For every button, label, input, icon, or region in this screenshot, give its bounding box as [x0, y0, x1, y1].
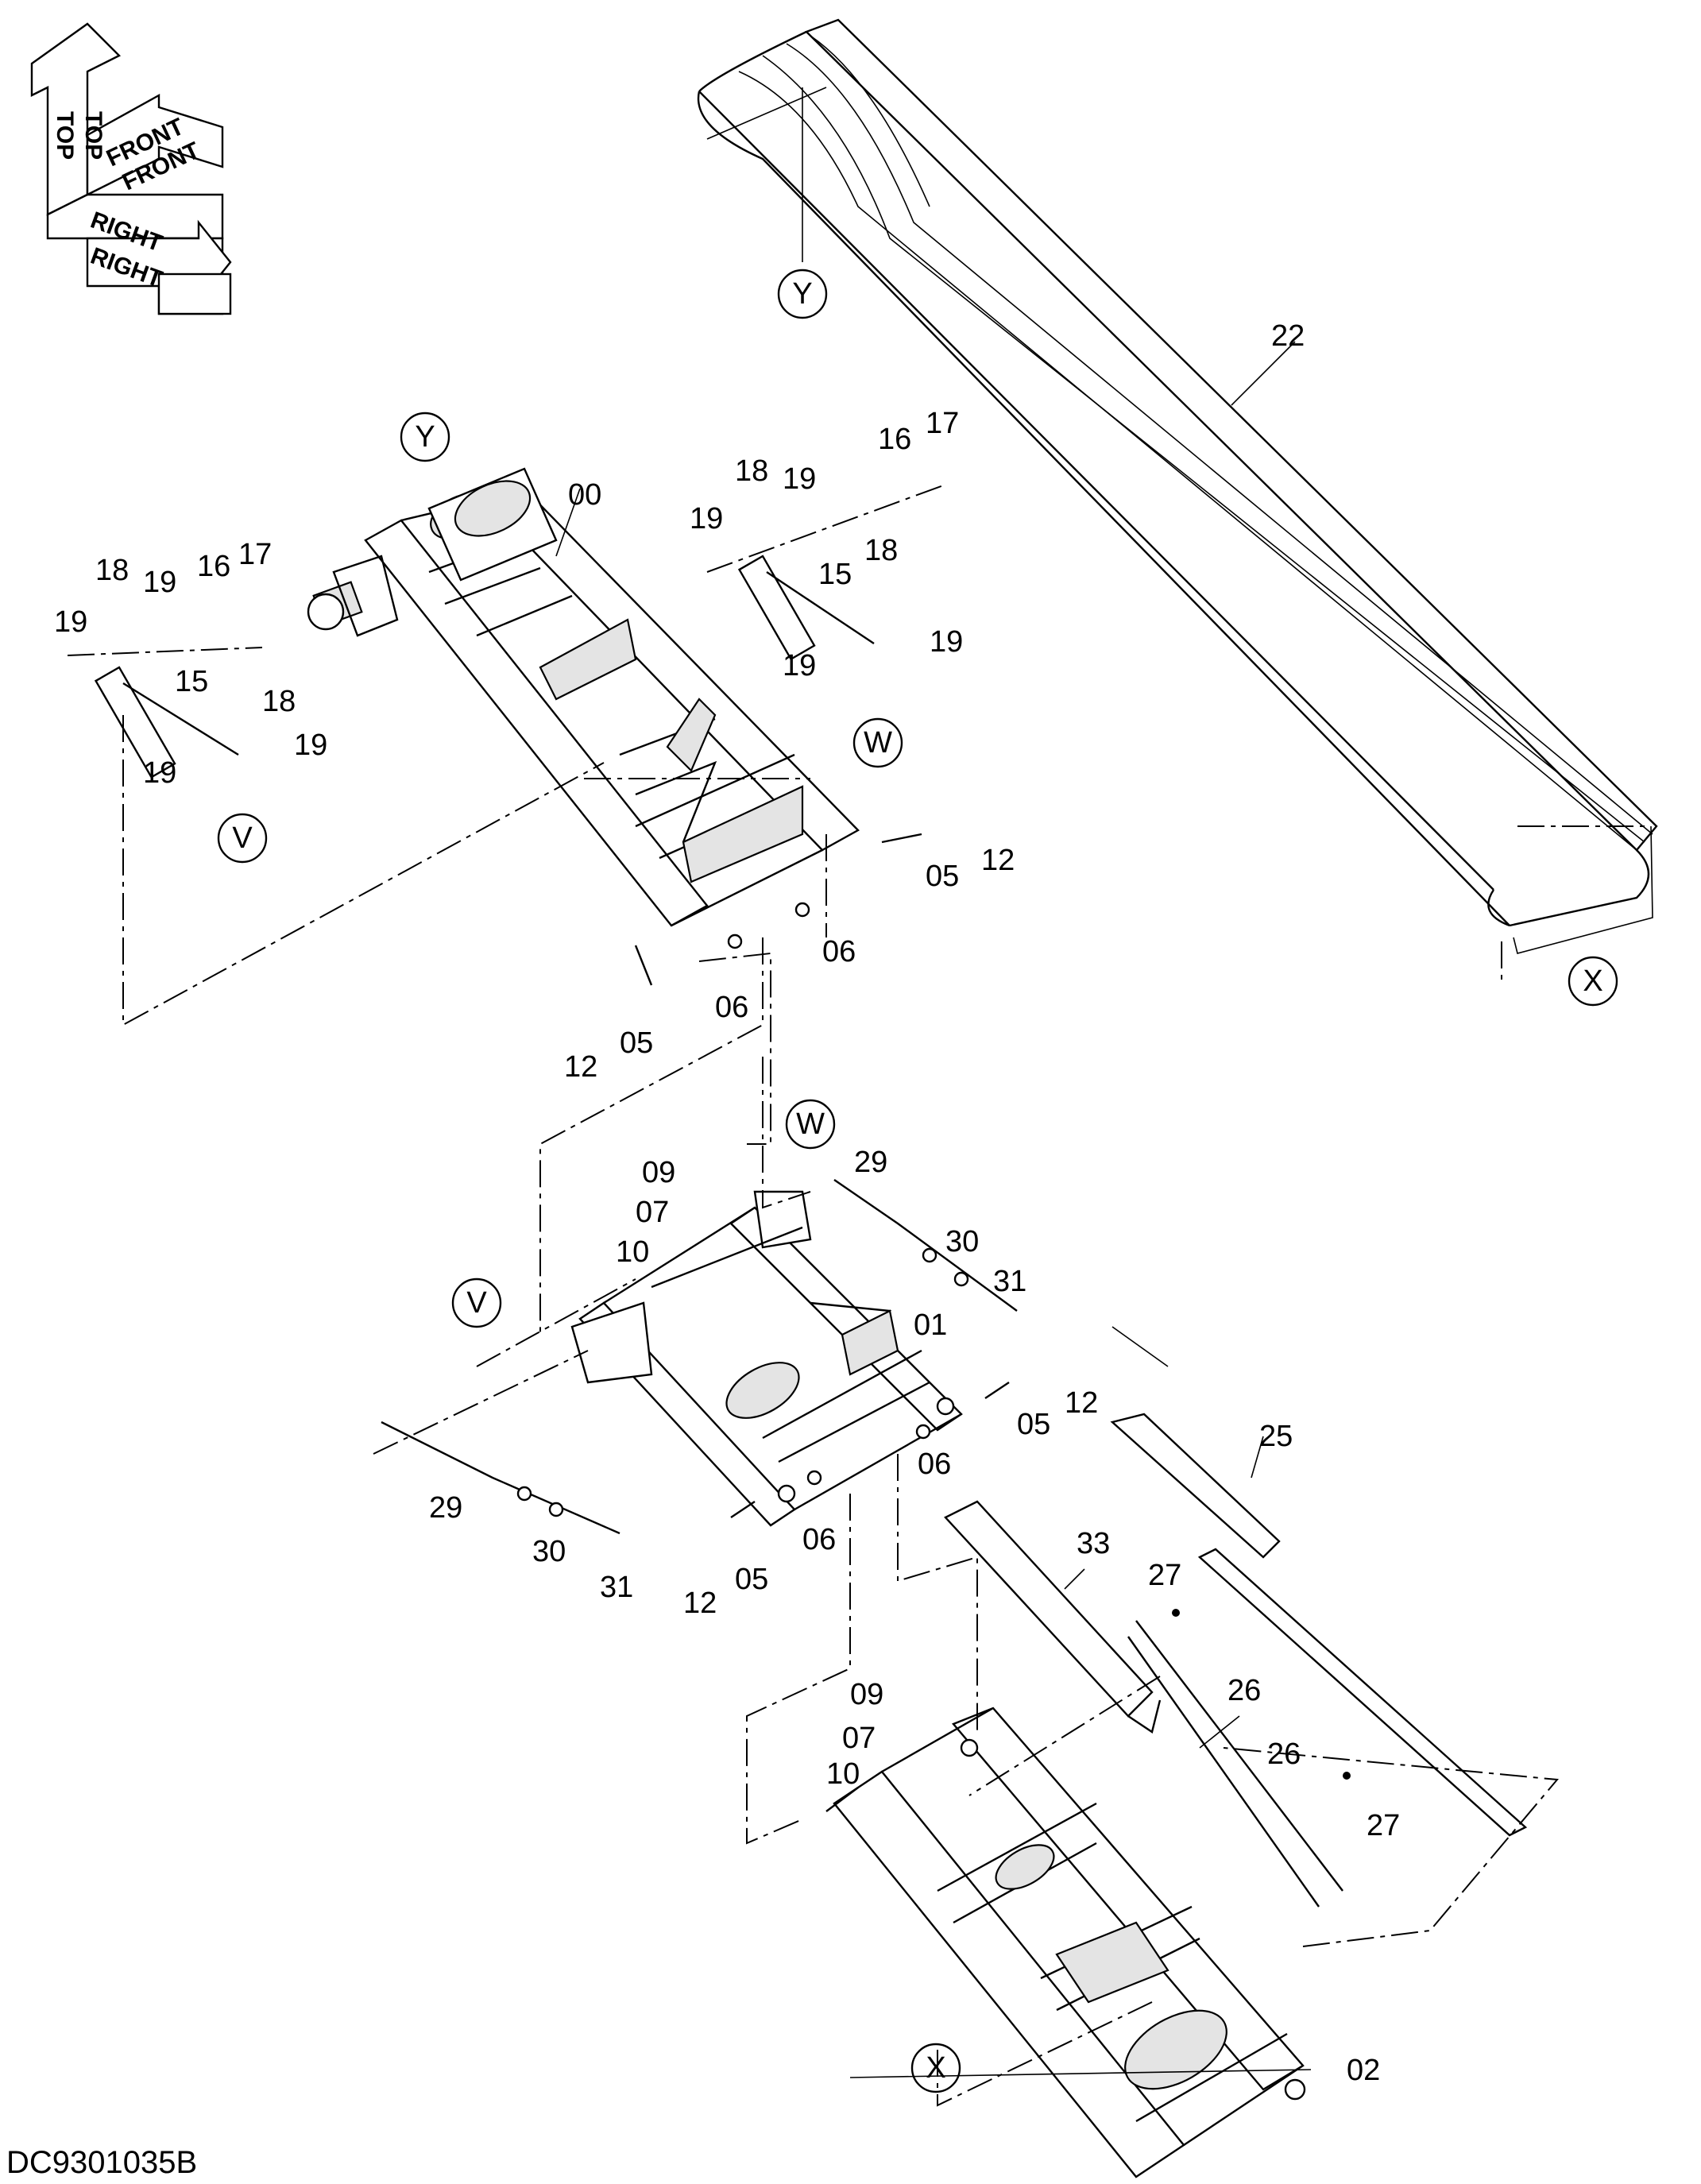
view-x-belt-circle — [1568, 956, 1618, 1007]
label-06-mid-right: 06 — [918, 1448, 951, 1481]
label-10-mid: 10 — [616, 1235, 649, 1269]
label-12-mid-left: 12 — [683, 1587, 717, 1620]
label-15-left: 15 — [175, 665, 208, 698]
label-00: 00 — [568, 478, 601, 512]
label-12-upper-left: 12 — [564, 1050, 597, 1084]
leader-lines — [555, 341, 1312, 2078]
label-18-left-a: 18 — [95, 554, 129, 587]
label-19-left-c: 19 — [294, 729, 327, 762]
label-29-mid-left: 29 — [429, 1491, 462, 1525]
view-v-upper-circle — [217, 813, 268, 864]
label-18-left-b: 18 — [262, 685, 296, 718]
label-09-mid: 09 — [642, 1156, 675, 1189]
label-27-a: 27 — [1148, 1559, 1181, 1592]
view-v-upper: V — [232, 821, 253, 855]
main-frame-00 — [307, 467, 860, 927]
label-30-mid-left: 30 — [532, 1535, 566, 1568]
view-x-frame: X — [926, 2051, 945, 2085]
label-19-right-c: 19 — [930, 625, 963, 659]
view-markers: Y Y X X W W V V — [217, 269, 1618, 2093]
label-05-mid-right: 05 — [1017, 1408, 1050, 1441]
label-18-right-a: 18 — [735, 454, 768, 488]
view-y-frame: Y — [415, 420, 435, 454]
view-y-top-circle — [777, 269, 828, 319]
label-09-lower: 09 — [850, 1678, 883, 1711]
label-05-upper-left: 05 — [620, 1026, 653, 1060]
label-19-left-d: 19 — [143, 756, 176, 790]
view-y-top: Y — [792, 277, 812, 311]
label-10-lower: 10 — [826, 1757, 860, 1791]
label-15-right: 15 — [818, 558, 852, 591]
label-18-right-b: 18 — [864, 534, 898, 567]
top-label-outline: TOP — [80, 111, 106, 160]
label-05-upper-right: 05 — [926, 860, 959, 893]
label-25: 25 — [1259, 1420, 1293, 1453]
frame-02 — [825, 1707, 1306, 2178]
label-01: 01 — [914, 1308, 947, 1342]
view-x-frame-circle — [910, 2043, 961, 2093]
label-06-mid-left: 06 — [802, 1523, 836, 1556]
view-v-lower-circle — [451, 1278, 502, 1328]
label-33: 33 — [1077, 1527, 1110, 1560]
label-19-left-b: 19 — [54, 605, 87, 639]
view-w-upper: W — [864, 726, 892, 760]
frame-01 — [570, 1190, 963, 1527]
label-02: 02 — [1347, 2054, 1380, 2087]
part-labels: 22 00 01 02 25 33 26 26 27 27 17 16 18 1… — [54, 319, 1400, 2087]
label-22: 22 — [1271, 319, 1305, 353]
label-19-right-a: 19 — [783, 462, 816, 496]
view-w-lower: W — [796, 1107, 825, 1141]
label-27-b: 27 — [1367, 1809, 1400, 1842]
label-17-left: 17 — [238, 538, 272, 571]
label-06-upper-right: 06 — [822, 935, 856, 968]
view-y-frame-circle — [400, 412, 450, 462]
drawing-code: DC9301035B — [6, 2145, 197, 2180]
orientation-symbol: TOP TOP FRONT FRONT RIGHT RIGHT — [30, 22, 232, 315]
label-29-mid-right: 29 — [854, 1146, 887, 1179]
conveyor-belt — [697, 18, 1658, 954]
label-19-right-d: 19 — [783, 649, 816, 682]
assembly-lines — [67, 484, 1649, 2107]
label-26-b: 26 — [1267, 1738, 1301, 1771]
side-panels — [944, 1413, 1528, 1908]
top-label: TOP — [52, 111, 78, 160]
view-v-lower: V — [466, 1286, 487, 1320]
tensioners — [381, 1179, 1018, 1535]
label-16-right: 16 — [878, 423, 911, 456]
label-19-right-b: 19 — [690, 502, 723, 535]
label-31-mid-right: 31 — [993, 1265, 1026, 1298]
label-07-lower: 07 — [842, 1722, 876, 1755]
label-19-left-a: 19 — [143, 566, 176, 599]
label-17-right: 17 — [926, 407, 959, 440]
view-w-lower-circle — [785, 1099, 836, 1150]
cylinders — [94, 555, 875, 779]
label-16-left: 16 — [197, 550, 230, 583]
view-w-upper-circle — [852, 717, 903, 768]
label-12-mid-right: 12 — [1065, 1386, 1098, 1420]
view-x-belt: X — [1583, 964, 1602, 998]
label-07-mid: 07 — [636, 1196, 669, 1229]
label-06-upper-left: 06 — [715, 991, 748, 1024]
label-30-mid-right: 30 — [945, 1225, 979, 1258]
label-26-a: 26 — [1227, 1674, 1261, 1707]
label-12-upper-right: 12 — [981, 844, 1015, 877]
label-31-mid-left: 31 — [600, 1571, 633, 1604]
label-05-mid-left: 05 — [735, 1563, 768, 1596]
fasteners — [634, 833, 1010, 1518]
